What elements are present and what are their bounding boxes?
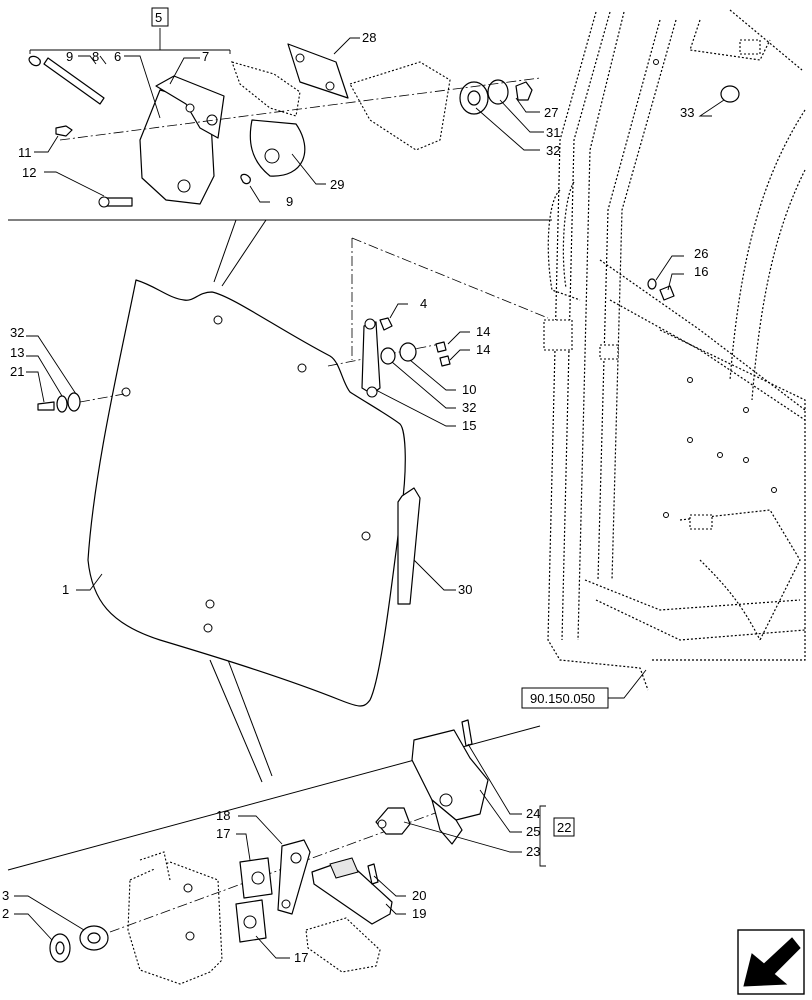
callout-7: 7 (202, 49, 209, 64)
gas-strut-assembly (327, 237, 549, 398)
bracket-cover (249, 119, 306, 177)
callout-30: 30 (458, 582, 472, 597)
bushing (399, 342, 417, 362)
latch-detail (49, 719, 575, 985)
reference-label[interactable]: 90.150.050 (530, 691, 595, 706)
callout-5: 5 (155, 10, 162, 25)
latch-plate (277, 839, 311, 915)
seal-strip (397, 487, 421, 605)
screw (659, 285, 675, 301)
callout-20: 20 (412, 888, 426, 903)
callout-27: 27 (544, 105, 558, 120)
nut (439, 355, 451, 367)
bolt (55, 125, 73, 137)
pin (43, 57, 105, 105)
callout-box-22 (553, 817, 575, 837)
callout-33: 33 (680, 105, 694, 120)
reference-link[interactable] (521, 669, 647, 709)
callout-31: 31 (546, 125, 560, 140)
screw (367, 863, 379, 885)
callout-23: 23 (526, 844, 540, 859)
callout-12: 12 (22, 165, 36, 180)
callout-18: 18 (216, 808, 230, 823)
glass-panel (87, 279, 406, 707)
callout-9: 9 (66, 49, 73, 64)
ball-stud (379, 317, 393, 331)
pin (461, 719, 473, 747)
callout-32: 32 (10, 325, 24, 340)
callout-24: 24 (526, 806, 540, 821)
callout-17: 17 (294, 950, 308, 965)
hinge-detail (28, 7, 740, 208)
door-handle (411, 729, 489, 821)
callout-6: 6 (114, 49, 121, 64)
gas-strut (361, 321, 381, 395)
nut (435, 341, 447, 353)
callout-22: 22 (557, 820, 571, 835)
callout-box-5 (151, 7, 169, 27)
callout-32: 32 (462, 400, 476, 415)
washer (56, 395, 68, 413)
mount-fasteners-left (37, 392, 125, 413)
spacer (380, 347, 396, 365)
callout-8: 8 (92, 49, 99, 64)
callout-32: 32 (546, 143, 560, 158)
callout-3: 3 (2, 888, 9, 903)
callout-15: 15 (462, 418, 476, 433)
callout-25: 25 (526, 824, 540, 839)
callout-labels: 5 9 8 6 7 28 11 12 9 29 27 31 32 33 32 1… (2, 10, 708, 965)
callout-13: 13 (10, 345, 24, 360)
leader-lines (14, 37, 725, 959)
callout-9: 9 (286, 194, 293, 209)
arrow-down-left-icon[interactable] (737, 929, 805, 995)
washer (647, 278, 657, 290)
clip (240, 173, 251, 185)
bushing (487, 79, 509, 105)
callout-2: 2 (2, 906, 9, 921)
callout-16: 16 (694, 264, 708, 279)
callout-1: 1 (62, 582, 69, 597)
cab-frame (543, 9, 806, 691)
callout-21: 21 (10, 364, 24, 379)
callout-19: 19 (412, 906, 426, 921)
callout-26: 26 (694, 246, 708, 261)
nut (515, 81, 533, 101)
callout-28: 28 (362, 30, 376, 45)
clip (28, 55, 41, 67)
callout-11: 11 (18, 145, 32, 160)
spacer (67, 392, 81, 412)
callout-4: 4 (420, 296, 427, 311)
screw (37, 401, 55, 411)
cab-fasteners (647, 278, 675, 301)
callout-17: 17 (216, 826, 230, 841)
window-glass (87, 279, 406, 707)
callout-14: 14 (476, 324, 490, 339)
callout-10: 10 (462, 382, 476, 397)
callout-14: 14 (476, 342, 490, 357)
callout-29: 29 (330, 177, 344, 192)
plug (720, 85, 740, 103)
hinge-plate (287, 43, 349, 99)
